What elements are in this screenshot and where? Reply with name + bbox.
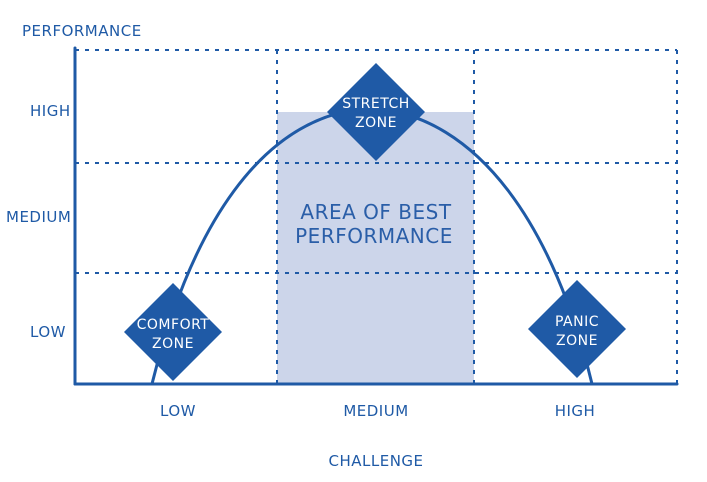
x-tick-low: LOW [160, 402, 196, 420]
panic-zone-label-line1: PANIC [555, 314, 599, 330]
area-label-line1: AREA OF BEST [300, 200, 451, 224]
stretch-zone-marker: STRETCH ZONE [327, 63, 425, 161]
panic-zone-marker: PANIC ZONE [528, 280, 626, 378]
comfort-zone-diamond [124, 283, 222, 381]
panic-zone-diamond [528, 280, 626, 378]
comfort-zone-label-line1: COMFORT [137, 317, 210, 333]
comfort-zone-marker: COMFORT ZONE [124, 283, 222, 381]
stretch-zone-label-line1: STRETCH [342, 96, 410, 112]
y-tick-low: LOW [30, 323, 66, 341]
y-tick-medium: MEDIUM [6, 208, 71, 226]
x-tick-high: HIGH [555, 402, 596, 420]
stretch-zone-label-line2: ZONE [355, 115, 397, 131]
comfort-zone-label-line2: ZONE [152, 336, 194, 352]
stretch-zone-diamond [327, 63, 425, 161]
panic-zone-label-line2: ZONE [556, 333, 598, 349]
area-label-line2: PERFORMANCE [295, 224, 453, 248]
y-axis-title: PERFORMANCE [22, 22, 142, 40]
x-tick-medium: MEDIUM [343, 402, 408, 420]
y-tick-high: HIGH [30, 102, 71, 120]
grid [75, 49, 678, 384]
x-axis-title: CHALLENGE [328, 452, 423, 470]
axes [73, 46, 679, 386]
